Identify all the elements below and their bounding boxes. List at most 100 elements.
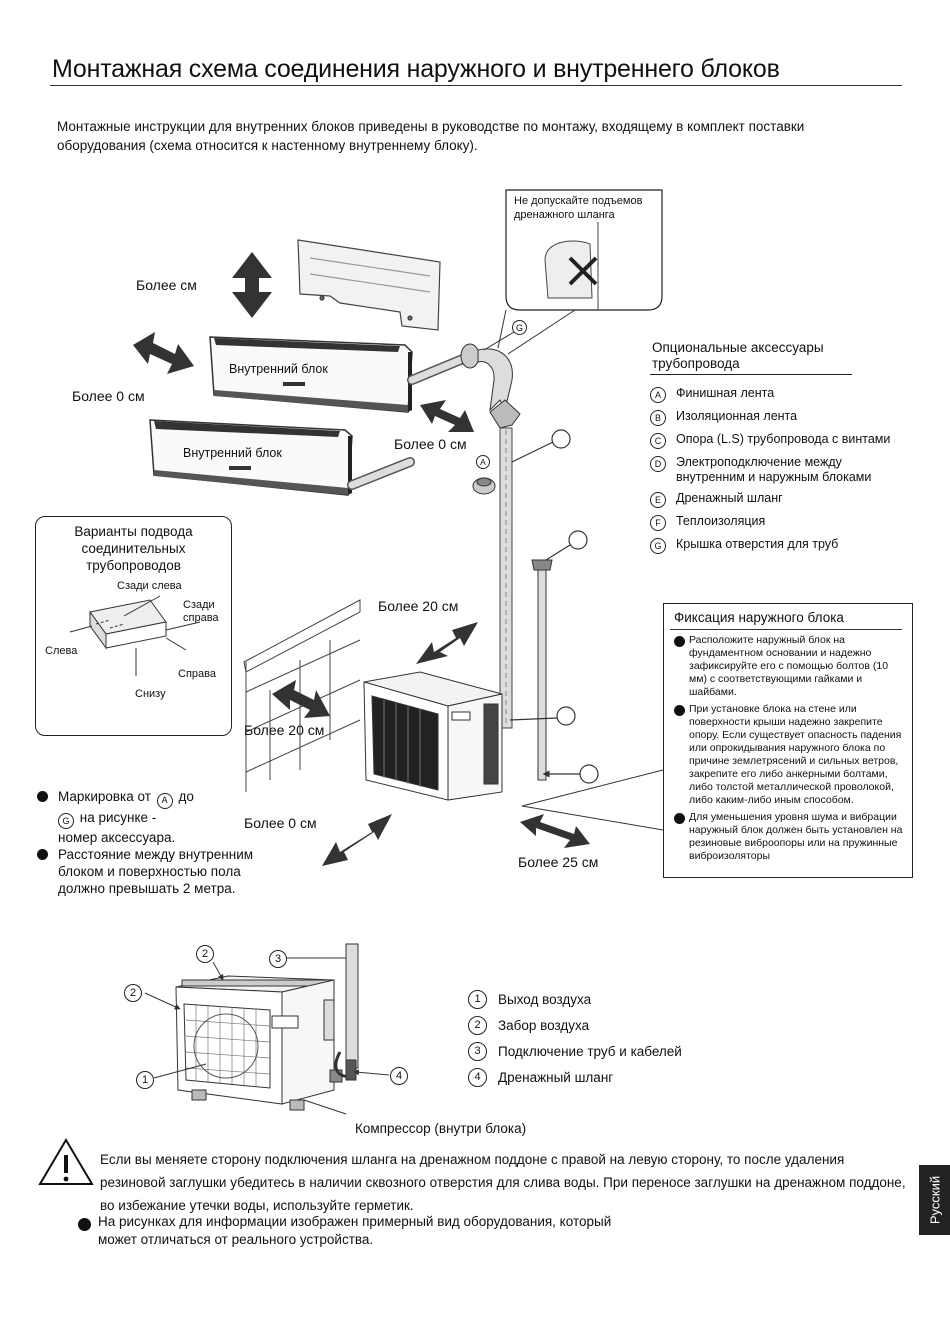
callout-a: A [476,455,490,469]
legend-text: Забор воздуха [498,1017,590,1033]
accessory-text: Финишная лента [676,386,775,400]
warning-text: Если вы меняете сторону подключения шлан… [100,1152,906,1213]
fixation-item: Для уменьшения уровня шума и вибрации на… [664,811,912,863]
variant-back-right-1: Сзади [183,599,215,611]
legend-item: 4 Дренажный шланг [468,1064,682,1090]
piping-variants-box: Варианты подвода соединительных трубопро… [35,516,232,736]
accessory-item: G Крышка отверстия для труб [650,537,930,554]
variant-bottom: Снизу [135,688,166,700]
indoor-unit-label-lower: Внутренний блок [183,446,282,460]
info-bullet-icon [78,1218,91,1231]
clearance-arrow-right-indoor [420,400,474,432]
legend-item: 3 Подключение труб и кабелей [468,1038,682,1064]
legend-text: Выход воздуха [498,991,592,1007]
drain-note-box [497,189,663,355]
marking-note: Маркировка от A до G на рисунке - номер … [37,788,267,846]
accessory-letter: F [650,515,666,531]
distance-note-text: Расстояние между внутренним блоком и пов… [58,847,254,896]
accessory-letter: A [650,387,666,403]
marking-text-1: Маркировка от [58,789,151,804]
left-notes: Маркировка от A до G на рисунке - номер … [37,788,267,897]
variant-left: Слева [45,645,78,657]
accessory-item: E Дренажный шланг [650,491,930,508]
piping-variants-sketch [69,595,201,676]
accessory-text: Опора (L.S) трубопровода с винтами [676,432,891,446]
outdoor-legend: 1 Выход воздуха 2 Забор воздуха 3 Подключен… [468,986,682,1090]
legend-number: 2 [468,1015,487,1035]
legend-item: 1 Выход воздуха [468,986,682,1012]
fixation-box: Фиксация наружного блока Расположите нар… [663,603,913,878]
legend-text: Дренажный шланг [498,1069,614,1085]
fixation-item-text: Расположите наружный блок на фундаментно… [689,634,889,698]
marking-letter-a: A [156,792,173,809]
fixation-item-text: При установке блока на стене или поверхн… [689,703,902,806]
fixation-title: Фиксация наружного блока [674,610,844,625]
variant-back-left: Сзади слева [117,580,182,592]
accessory-text: Электроподключение между внутренним и на… [676,455,872,484]
legend-number: 4 [468,1067,487,1087]
empty-callouts [509,429,599,784]
variants-title-line3: трубопроводов [86,558,181,573]
accessories-title-line2: трубопровода [652,356,740,371]
fixation-item: Расположите наружный блок на фундаментно… [664,634,912,699]
marking-text-4: номер аксессуара. [58,830,176,845]
callout-1: 1 [136,1071,154,1089]
page-title: Монтажная схема соединения наружного и в… [52,55,780,83]
distance-right-indoor: Более 0 см [394,436,467,452]
accessories-title: Опциональные аксессуары трубопровода [652,340,852,372]
clearance-arrow-top [232,252,272,318]
marking-text-2: до [178,789,194,804]
callout-2-left: 2 [124,984,142,1002]
distance-outdoor-right: Более 25 см [518,854,599,870]
distance-left-indoor: Более 0 см [72,388,145,404]
accessory-item: F Теплоизоляция [650,514,930,531]
accessory-item: D Электроподключение между внутренним и … [650,455,890,485]
legend-item: 2 Забор воздуха [468,1012,682,1038]
accessory-item: A Финишная лента [650,386,930,403]
clearance-arrow-outdoor-right [520,814,590,848]
language-tab: Русский [919,1165,950,1235]
numbered-leaders [144,957,390,1115]
accessory-text: Теплоизоляция [676,514,766,528]
warning-icon [38,1138,94,1185]
title-rule [50,85,902,86]
piping-variants-title: Варианты подвода соединительных трубопро… [36,523,231,574]
pipe-assembly [460,343,521,729]
drain-note-line2: дренажного шланга [514,209,615,221]
distance-outdoor-back: Более 20 см [378,598,459,614]
indoor-unit-label-upper: Внутренний блок [229,362,328,376]
drain-hose-right [531,559,553,781]
variant-back-right-2: справа [183,612,219,624]
indoor-piping [347,351,475,490]
clearance-arrow-outdoor-back [416,622,478,664]
legend-number: 3 [468,1041,487,1061]
variants-title-line1: Варианты подвода [74,524,193,539]
intro-text: Монтажные инструкции для внутренних блок… [57,119,805,153]
fixation-item: При установке блока на стене или поверхн… [664,703,912,807]
accessory-letter: B [650,410,666,426]
accessories-rule [650,374,852,375]
bullet-icon [674,636,685,647]
callout-3: 3 [269,950,287,968]
info-text: На рисунках для информации изображен при… [98,1214,612,1247]
variant-right: Справа [178,668,216,680]
marking-letter-g: G [58,813,74,829]
clearance-arrow-left-indoor [133,332,194,374]
callout-g: G [512,320,527,335]
accessory-item: B Изоляционная лента [650,409,930,426]
mounting-plate [297,239,441,331]
fixation-item-text: Для уменьшения уровня шума и вибрации на… [689,811,903,862]
legend-number: 1 [468,989,487,1009]
outdoor-unit-bottom [175,975,343,1111]
clearance-arrow-outdoor-left [272,680,330,718]
marking-text-3: на рисунке - [79,809,157,825]
bullet-icon [37,791,48,802]
clearance-arrow-outdoor-front [322,814,392,866]
distance-outdoor-front: Более 0 см [244,815,317,831]
outdoor-bottom-pipes [334,943,359,1081]
accessories-title-line1: Опциональные аксессуары [652,340,824,355]
legend-text: Подключение труб и кабелей [498,1043,682,1059]
distance-top: Более см [136,277,197,293]
accessory-text: Дренажный шланг [676,491,783,505]
